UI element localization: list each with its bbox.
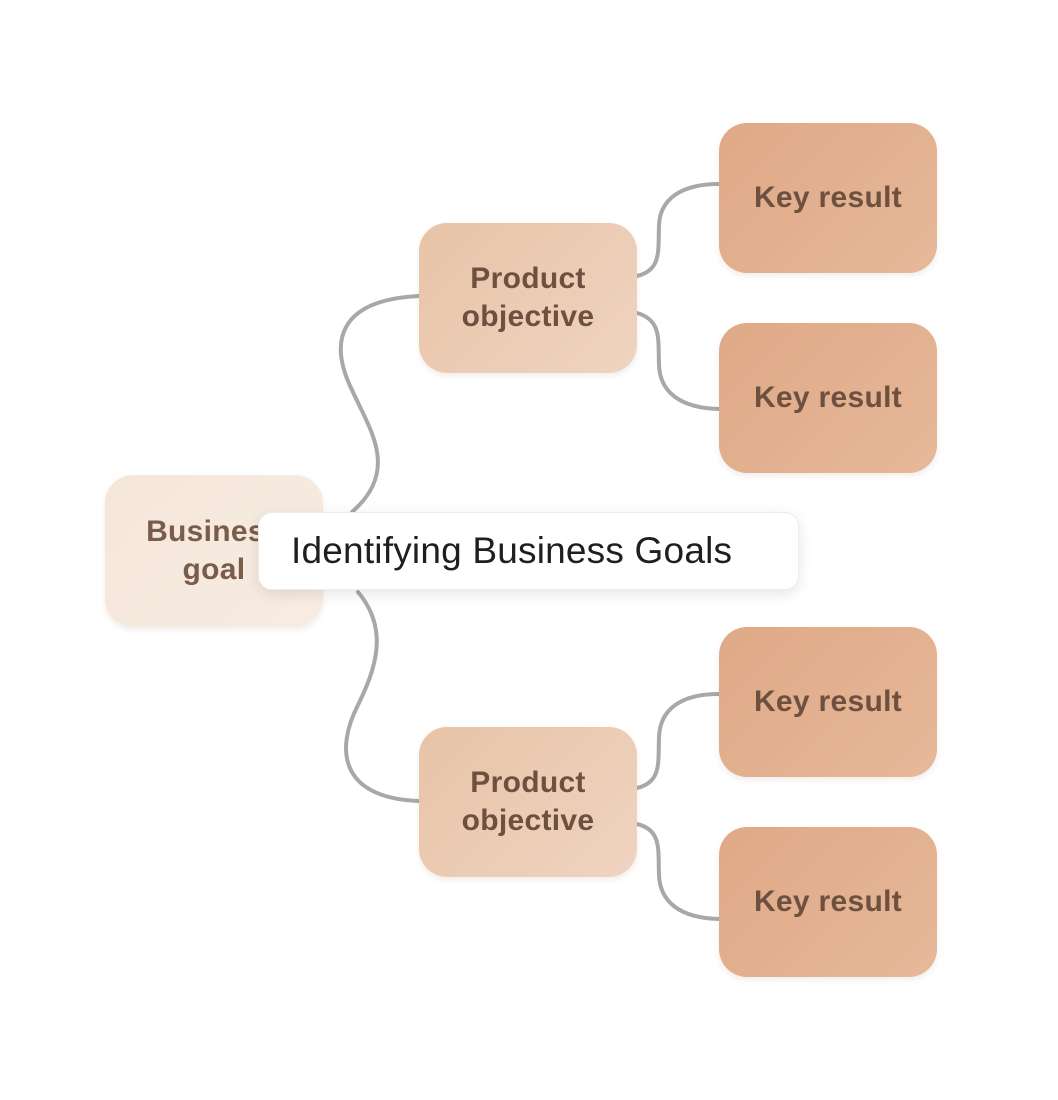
- connector-objective-bottom-kr4: [635, 822, 721, 921]
- key-result-label: Key result: [753, 885, 903, 918]
- tooltip: Identifying Business Goals: [258, 512, 799, 590]
- key-result-label: Key result: [753, 181, 903, 214]
- product-objective-node-bottom[interactable]: Product objective: [419, 727, 637, 877]
- connector-goal-objective-bottom: [344, 590, 421, 803]
- connector-objective-top-kr1: [635, 182, 721, 278]
- product-objective-node-top[interactable]: Product objective: [419, 223, 637, 373]
- product-objective-label: Product objective: [461, 766, 595, 837]
- tooltip-text: Identifying Business Goals: [291, 530, 733, 571]
- product-objective-label: Product objective: [461, 262, 595, 333]
- key-result-label: Key result: [753, 381, 903, 414]
- connector-objective-bottom-kr3: [635, 692, 721, 790]
- connector-goal-objective-top: [338, 294, 421, 514]
- key-result-node-3[interactable]: Key result: [719, 627, 937, 777]
- key-result-node-2[interactable]: Key result: [719, 323, 937, 473]
- key-result-node-1[interactable]: Key result: [719, 123, 937, 273]
- key-result-label: Key result: [753, 685, 903, 718]
- connector-objective-top-kr2: [635, 311, 721, 411]
- key-result-node-4[interactable]: Key result: [719, 827, 937, 977]
